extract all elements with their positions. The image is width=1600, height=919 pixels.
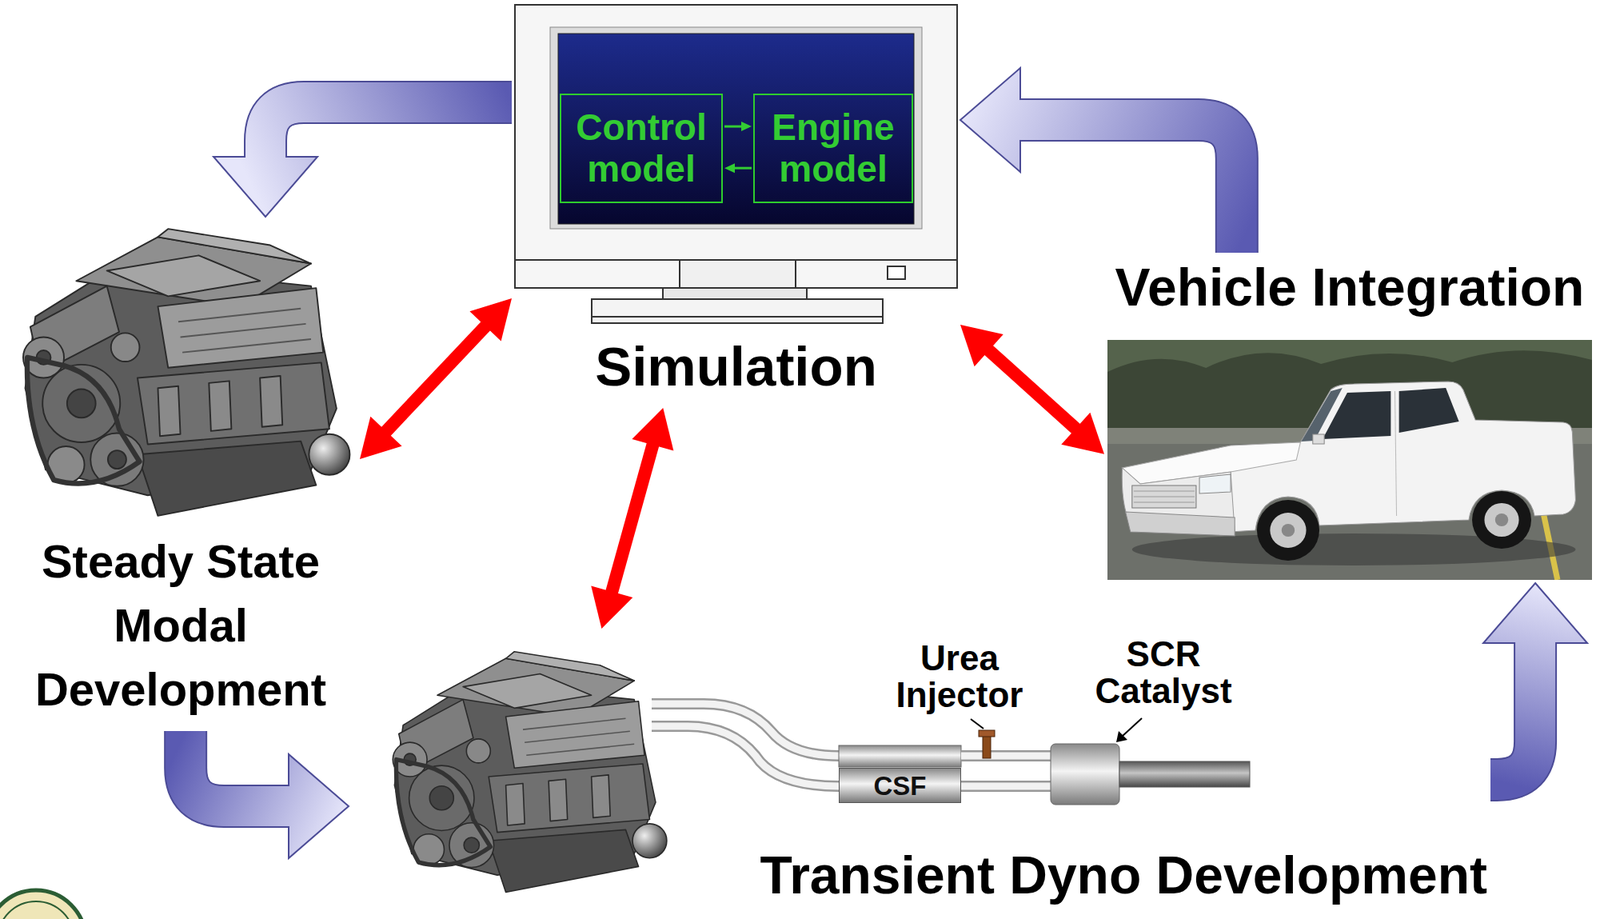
arrow-head [631, 407, 674, 451]
exhaust-system [1122, 718, 1142, 736]
arrow-head [469, 298, 512, 341]
arrow-head [960, 67, 1021, 172]
node-label: Vehicle Integration [1107, 255, 1593, 320]
seal [0, 901, 75, 919]
monitor [558, 33, 914, 224]
node-label: Control model [567, 107, 715, 190]
truck-photo [1107, 339, 1593, 580]
data-exchange-arrow [960, 324, 1105, 455]
callout-label: SCR Catalyst [1083, 635, 1244, 710]
signal-arrow [724, 163, 752, 173]
truck-photo [1107, 339, 1593, 372]
truck-photo [1199, 474, 1231, 494]
exhaust-system [1119, 761, 1250, 787]
arrow-head [1061, 412, 1105, 455]
truck-photo [1125, 511, 1236, 536]
arrow-shaft [985, 347, 1079, 431]
arrow-shaft [724, 125, 743, 128]
seal [0, 889, 86, 919]
vehicle-photo: Vehicle Integration [1107, 255, 1593, 580]
truck-photo [1399, 387, 1460, 433]
truck-photo [1107, 339, 1593, 580]
arrow-head [741, 121, 752, 132]
signal-arrow [724, 121, 752, 132]
callout-label: Urea Injector [887, 639, 1032, 714]
monitor [514, 4, 958, 324]
truck-photo [1133, 490, 1195, 503]
process-flow-arrow [960, 67, 1237, 253]
engine-illustration [23, 228, 350, 516]
truck-photo [1256, 499, 1320, 561]
engine-model-box: Engine model [753, 93, 914, 204]
arrow-shaft [610, 441, 655, 596]
process-flow-arrow [185, 730, 349, 858]
transient-dyno-engine: Transient Dyno Development CSF [351, 631, 1488, 916]
monitor [514, 4, 958, 288]
csf-filter: CSF [838, 767, 962, 803]
monitor [662, 287, 807, 300]
exhaust-system [961, 755, 1051, 787]
arrow-body [265, 102, 512, 160]
engine-illustration [392, 651, 667, 893]
arrow-head [213, 156, 318, 217]
arrow-head [724, 163, 735, 173]
exhaust-system [838, 745, 962, 767]
truck-photo [1132, 485, 1197, 508]
exhaust-system [961, 755, 1051, 787]
truck-photo [1322, 391, 1391, 439]
truck-photo [1269, 512, 1306, 548]
data-exchange-arrow [359, 298, 512, 459]
exhaust-system [978, 730, 995, 737]
data-exchange-arrow [590, 407, 674, 629]
truck-photo [1495, 513, 1509, 527]
arrow-body [1017, 119, 1237, 253]
monitor [591, 299, 883, 324]
node-label: CSF [873, 772, 927, 799]
control-model-box: Control model [559, 93, 723, 204]
exhaust-system [651, 726, 839, 787]
arrow-head [960, 324, 1004, 367]
truck-photo [1484, 502, 1519, 537]
steady-state-engine: Steady State Modal Development [4, 219, 357, 728]
exhaust-system [651, 703, 1250, 805]
node-label: Transient Dyno Development [759, 843, 1488, 907]
process-flow-arrow [1483, 582, 1588, 780]
truck-photo [1281, 523, 1295, 537]
monitor [679, 259, 796, 288]
seal [0, 889, 86, 919]
truck-photo [1107, 339, 1593, 580]
node-label: Engine model [761, 107, 906, 190]
process-flow-arrow [213, 102, 512, 217]
exhaust-system [1050, 743, 1120, 805]
monitor [550, 27, 922, 229]
arrow-shaft [383, 323, 489, 434]
exhaust-system [982, 734, 991, 759]
monitor [591, 315, 883, 318]
arrow-head [288, 754, 349, 858]
node-label: Simulation [514, 334, 958, 401]
simulation-monitor: Simulation Control model Engine model [514, 4, 958, 405]
arrow-head [590, 586, 633, 629]
truck-photo [1472, 490, 1532, 549]
exhaust-system [651, 726, 839, 787]
arrow-head [1483, 582, 1588, 643]
exhaust-system [970, 718, 984, 729]
exhaust-system [1116, 730, 1128, 743]
monitor [887, 266, 906, 280]
arrow-body [1490, 640, 1536, 780]
arrow-head [359, 416, 403, 459]
truck-photo [1394, 391, 1397, 516]
node-label: Steady State Modal Development [12, 529, 349, 722]
arrow-shaft [734, 167, 752, 170]
truck-photo [1312, 434, 1325, 444]
arrow-body [185, 730, 292, 806]
